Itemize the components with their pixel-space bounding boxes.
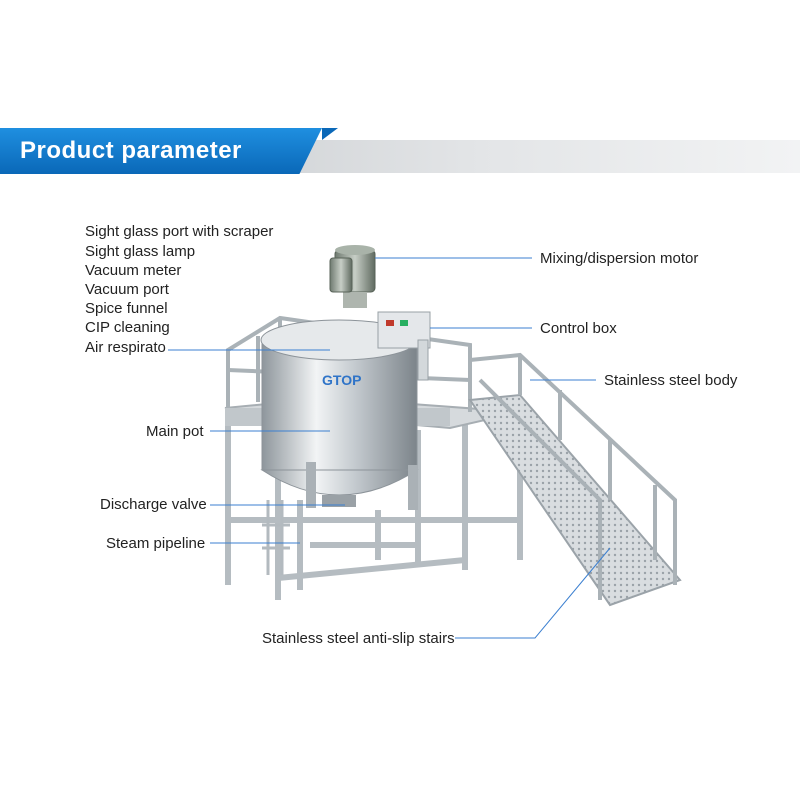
- label-mixing-motor: Mixing/dispersion motor: [540, 250, 699, 267]
- label-sight-glass-lamp: Sight glass lamp: [85, 243, 196, 260]
- anti-slip-stairs: [468, 352, 682, 607]
- logo-text: GTOP: [322, 372, 361, 388]
- label-control-box: Control box: [540, 320, 617, 337]
- banner-title: Product parameter: [20, 137, 242, 164]
- label-vacuum-meter: Vacuum meter: [85, 262, 182, 279]
- leader-lines: [168, 257, 611, 639]
- label-vacuum-port: Vacuum port: [85, 281, 169, 298]
- section-banner: Product parameter: [0, 128, 800, 174]
- label-main-pot: Main pot: [146, 423, 204, 440]
- label-discharge-valve: Discharge valve: [100, 496, 207, 513]
- label-stainless-body: Stainless steel body: [604, 372, 738, 389]
- banner-blue-tab: [0, 128, 322, 174]
- steam-pipeline: [262, 500, 290, 575]
- label-steam-pipeline: Steam pipeline: [106, 535, 206, 552]
- mixing-motor: [329, 245, 376, 308]
- label-spice-funnel: Spice funnel: [85, 300, 168, 317]
- support-frame: [225, 415, 523, 600]
- label-sight-glass-port: Sight glass port with scraper: [85, 223, 274, 240]
- label-anti-slip-stairs: Stainless steel anti-slip stairs: [262, 630, 455, 647]
- label-air-respirato: Air respirato: [85, 339, 166, 356]
- label-cip-cleaning: CIP cleaning: [85, 319, 170, 336]
